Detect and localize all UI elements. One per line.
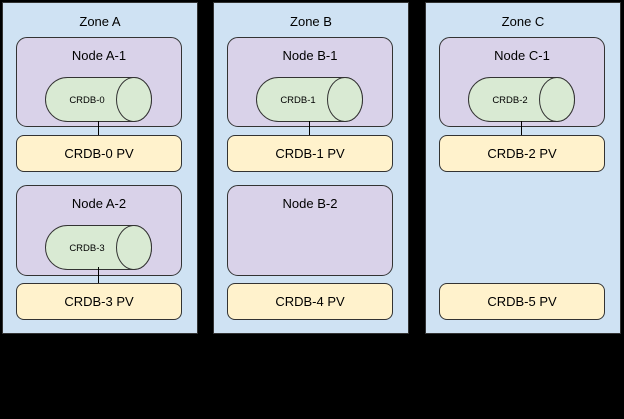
crdb-1-cylinder-icon: CRDB-1 [256,77,363,122]
crdb-2-pv-box: CRDB-2 PV [439,135,605,172]
crdb-0-label: CRDB-0 [69,95,104,106]
crdb-4-pv-label: CRDB-4 PV [275,294,345,309]
crdb-0-cylinder-icon: CRDB-0 [45,77,152,122]
connector-crdb1-pv [309,121,310,137]
connector-crdb0-pv [98,121,99,137]
connector-crdb2-pv [521,121,522,137]
crdb-3-pv-label: CRDB-3 PV [64,294,134,309]
crdb-5-pv-label: CRDB-5 PV [487,294,557,309]
crdb-0-pv-label: CRDB-0 PV [64,146,134,161]
zone-b-label: Zone B [290,14,332,29]
crdb-2-label: CRDB-2 [492,95,527,106]
node-c1-label: Node C-1 [494,48,550,63]
crdb-1-pv-label: CRDB-1 PV [275,146,345,161]
crdb-3-label: CRDB-3 [69,243,104,254]
crdb-3-cylinder-icon: CRDB-3 [45,225,152,270]
node-a2-box: Node A-2 CRDB-3 [16,185,182,276]
node-b2-label: Node B-2 [282,196,338,211]
zone-a-box: Zone A Node A-1 CRDB-0 CRDB-0 PV Node A-… [2,2,198,334]
zone-b-box: Zone B Node B-1 CRDB-1 CRDB-1 PV Node B-… [213,2,409,334]
zone-c-box: Zone C Node C-1 CRDB-2 CRDB-2 PV CRDB-5 … [425,2,621,334]
crdb-2-cylinder-icon: CRDB-2 [468,77,575,122]
node-a2-label: Node A-2 [71,196,127,211]
node-c1-box: Node C-1 CRDB-2 [439,37,605,127]
node-b1-label: Node B-1 [282,48,338,63]
node-b2-box: Node B-2 [227,185,393,276]
crdb-0-pv-box: CRDB-0 PV [16,135,182,172]
node-b1-box: Node B-1 CRDB-1 [227,37,393,127]
crdb-2-pv-label: CRDB-2 PV [487,146,557,161]
crdb-1-pv-box: CRDB-1 PV [227,135,393,172]
crdb-4-pv-box: CRDB-4 PV [227,283,393,320]
crdb-1-label: CRDB-1 [280,95,315,106]
zone-a-label: Zone A [79,14,121,29]
node-a1-label: Node A-1 [71,48,127,63]
crdb-3-pv-box: CRDB-3 PV [16,283,182,320]
node-a1-box: Node A-1 CRDB-0 [16,37,182,127]
connector-crdb3-pv [98,267,99,285]
zone-c-label: Zone C [501,14,545,29]
crdb-5-pv-box: CRDB-5 PV [439,283,605,320]
